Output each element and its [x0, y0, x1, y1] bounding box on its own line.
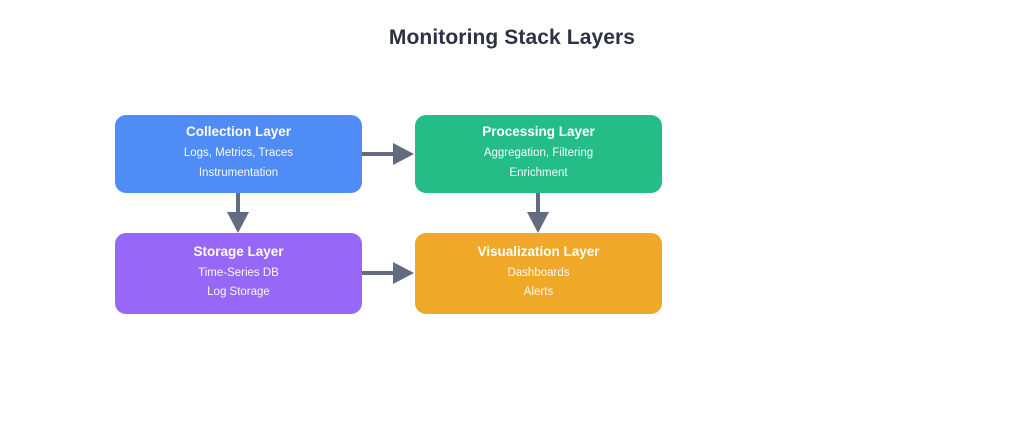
- node-processing-layer[interactable]: Processing Layer Aggregation, Filtering …: [415, 115, 662, 193]
- arrow-head-down-icon: [227, 212, 249, 233]
- node-storage-layer[interactable]: Storage Layer Time-Series DB Log Storage: [115, 233, 362, 314]
- node-collection-layer[interactable]: Collection Layer Logs, Metrics, Traces I…: [115, 115, 362, 193]
- node-processing-layer-title: Processing Layer: [482, 124, 595, 140]
- node-storage-layer-line-2: Log Storage: [207, 286, 270, 299]
- arrow-head-down-icon: [527, 212, 549, 233]
- node-processing-layer-line-1: Aggregation, Filtering: [483, 147, 594, 160]
- node-collection-layer-line-1: Logs, Metrics, Traces: [183, 147, 294, 160]
- node-visualization-layer-line-1: Dashboards: [507, 266, 570, 279]
- arrow-head-right-icon: [393, 143, 414, 165]
- node-visualization-layer[interactable]: Visualization Layer Dashboards Alerts: [415, 233, 662, 314]
- page-title: Monitoring Stack Layers: [388, 26, 636, 49]
- arrow-shaft-icon: [536, 193, 540, 215]
- node-processing-layer-line-2: Enrichment: [509, 166, 568, 179]
- node-visualization-layer-title: Visualization Layer: [477, 243, 600, 259]
- arrow-shaft-icon: [362, 152, 394, 156]
- arrow-head-right-icon: [393, 262, 414, 284]
- node-storage-layer-line-1: Time-Series DB: [198, 266, 279, 279]
- arrow-shaft-icon: [236, 193, 240, 215]
- node-storage-layer-title: Storage Layer: [193, 243, 284, 259]
- node-collection-layer-line-2: Instrumentation: [198, 166, 279, 179]
- arrow-shaft-icon: [362, 271, 394, 275]
- node-collection-layer-title: Collection Layer: [185, 124, 292, 140]
- node-visualization-layer-line-2: Alerts: [523, 286, 554, 299]
